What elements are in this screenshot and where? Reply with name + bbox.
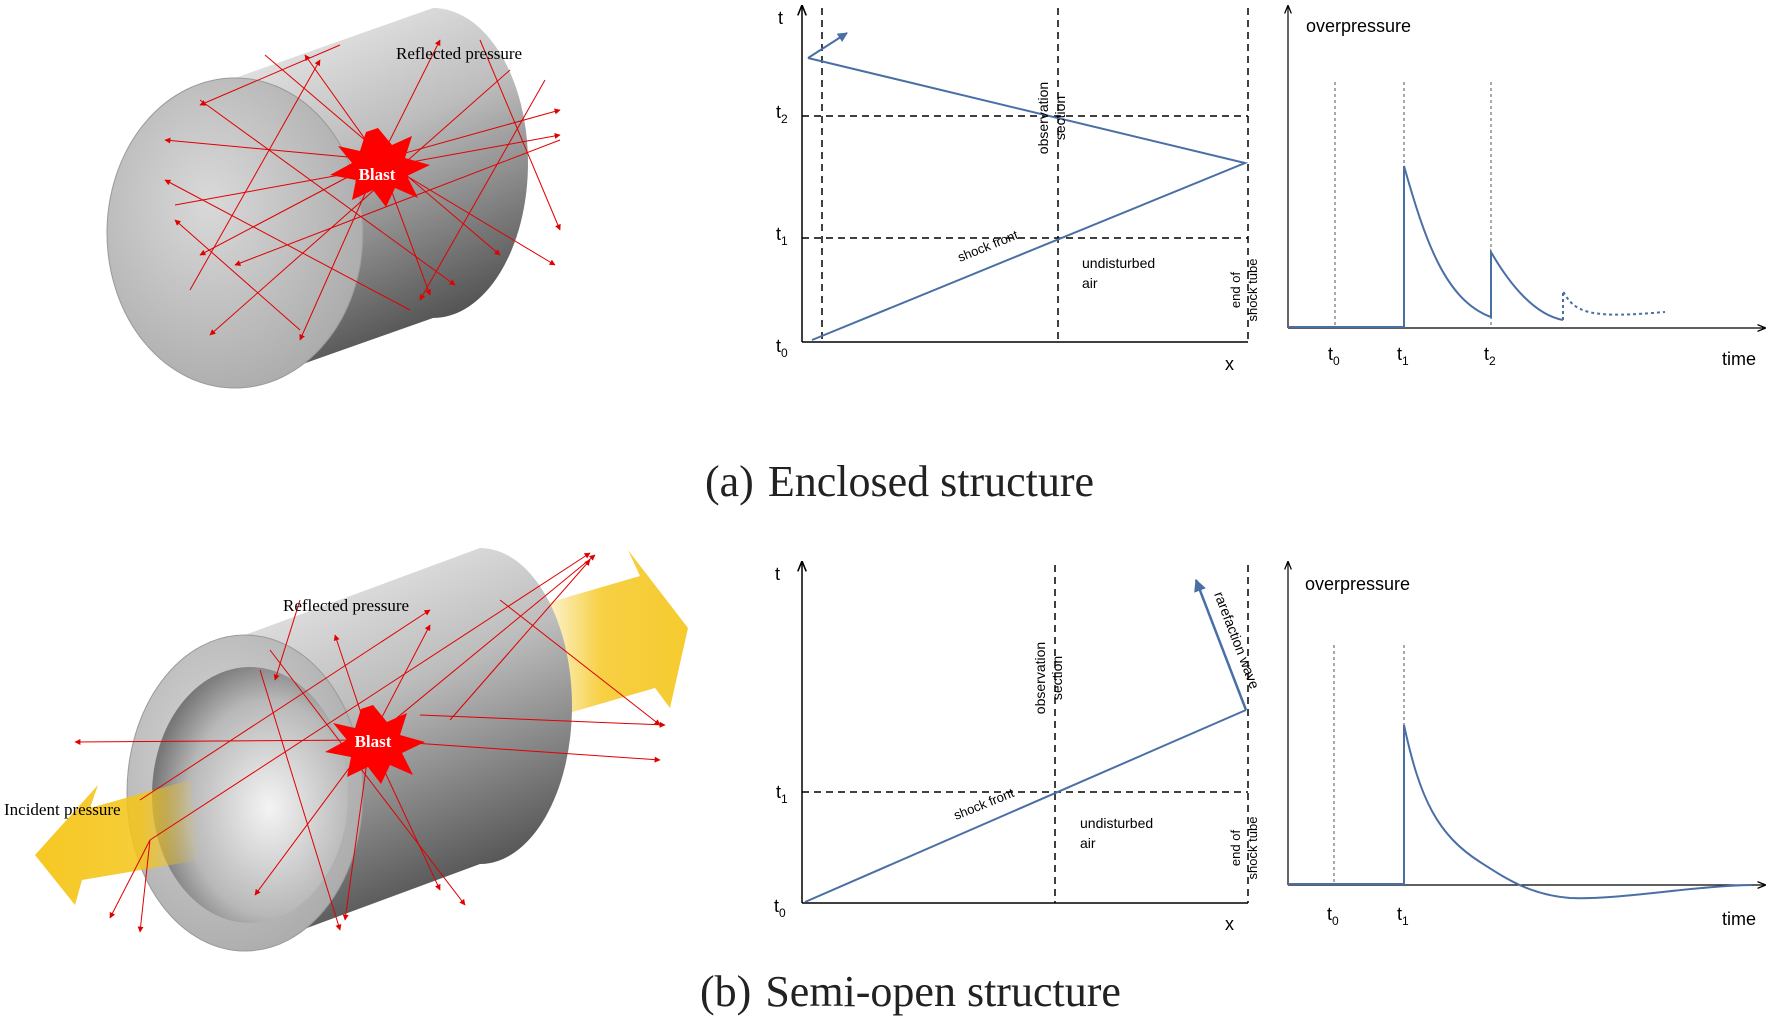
pa-t0: t0 [1328,344,1340,368]
tube-a-end-cap [106,77,364,389]
svg-text:section: section [1049,656,1065,700]
caption-b-text: Semi-open structure [765,967,1121,1016]
xt-b-x-label: x [1225,914,1234,934]
reflected-pressure-label-a: Reflected pressure [396,44,522,63]
xt-b-t-label: t [775,564,780,584]
pb-t1: t1 [1397,904,1409,928]
xt-a-t1: t1 [776,224,788,248]
blast-label-a: Blast [359,165,396,184]
caption-a-text: Enclosed structure [768,457,1094,506]
caption-a: (a) Enclosed structure [705,457,1094,506]
svg-text:end of: end of [1228,272,1243,309]
blast-burst-a [330,128,430,207]
xt-b-t0: t0 [774,896,786,920]
caption-b-letter: (b) [700,967,751,1016]
xt-b-shock-front-label: shock front [952,785,1017,823]
xt-a-air-label: air [1082,275,1098,291]
xt-b-air-label: air [1080,835,1096,851]
panel-a-xt-diagram: t x t0 t1 t2 observation section shock f… [776,6,1260,374]
pa-overpressure-tail [1562,290,1666,320]
reflected-arrows-a [164,39,561,341]
svg-text:section: section [1052,96,1068,140]
pa-overpressure-curve [1288,165,1564,328]
xt-a-t-label: t [778,8,783,28]
xt-a-t2: t2 [776,102,788,126]
xt-a-shock-path [807,57,1249,341]
pa-t2: t2 [1484,344,1496,368]
panel-a-pressure-plot: overpressure time t0 t1 t2 [1288,6,1765,369]
caption-a-letter: (a) [705,457,754,506]
xt-a-undisturbed-label: undisturbed [1082,255,1155,271]
xt-b-end-label: end of shock tube [1228,817,1260,880]
xt-b-shock-front [804,709,1247,903]
xt-a-x-label: x [1225,354,1234,374]
svg-text:shock tube: shock tube [1245,817,1260,880]
xt-a-reflected-arrow [807,32,848,59]
svg-text:end of: end of [1228,830,1243,867]
blast-burst-b [325,705,425,784]
reflected-pressure-label-b: Reflected pressure [283,596,409,615]
pb-overpressure-curve [1288,724,1753,900]
pb-t0: t0 [1327,904,1339,928]
pb-xlabel: time [1722,909,1756,929]
wind-arrow-left [35,780,200,905]
panel-b-tube: Blast Reflected pressure Incident pressu… [4,548,688,952]
pa-xlabel: time [1722,349,1756,369]
xt-b-rarefaction-arrow [1194,578,1248,711]
xt-a-observation-label: observation section [1035,82,1068,154]
reflected-arrows-b [74,552,666,933]
pa-ylabel: overpressure [1306,16,1411,36]
xt-a-t0: t0 [776,336,788,360]
blast-label-b: Blast [355,732,392,751]
xt-a-end-label: end of shock tube [1228,259,1260,322]
panel-a-tube: Blast Reflected pressure [106,8,561,389]
svg-text:observation: observation [1035,82,1051,154]
pa-t1: t1 [1397,344,1409,368]
tube-b-opening [152,667,348,923]
panel-b-xt-diagram: t x t0 t1 observation section shock fron… [774,562,1263,934]
svg-text:shock tube: shock tube [1245,259,1260,322]
pb-ylabel: overpressure [1305,574,1410,594]
xt-b-undisturbed-label: undisturbed [1080,815,1153,831]
panel-b-pressure-plot: overpressure time t0 t1 [1288,562,1765,929]
caption-b: (b) Semi-open structure [700,967,1121,1016]
xt-b-observation-label: observation section [1032,642,1065,714]
xt-b-t1: t1 [776,782,788,806]
svg-text:observation: observation [1032,642,1048,714]
incident-pressure-label: Incident pressure [4,800,121,819]
